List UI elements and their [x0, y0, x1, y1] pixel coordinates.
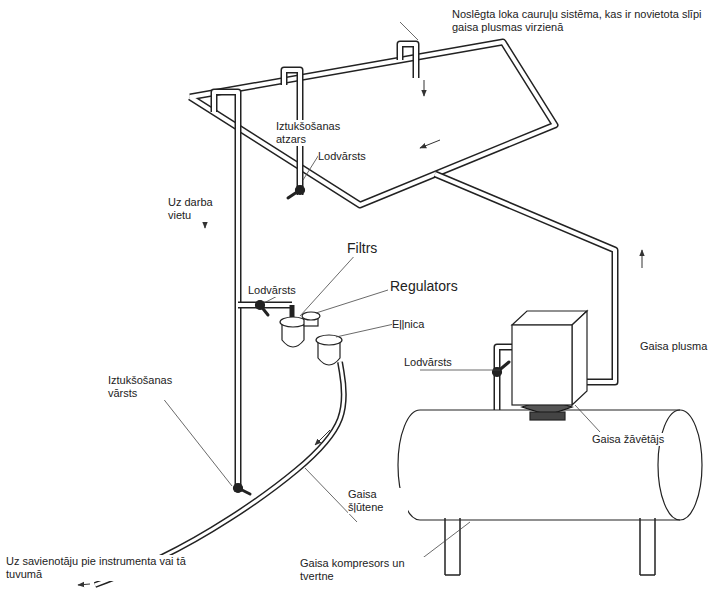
tank-leg	[639, 518, 641, 575]
leader-line	[300, 252, 358, 316]
pipe-outline	[214, 92, 238, 492]
regulator-knob	[302, 312, 320, 320]
callout-label: Gaisa kompresors un tvertne	[300, 557, 430, 583]
callout-label: Lodvārsts	[248, 284, 296, 297]
flow-arrow	[642, 250, 643, 268]
leader-line	[316, 290, 388, 313]
callout-label: Lodvārsts	[318, 150, 366, 163]
tank-leg	[444, 518, 446, 575]
leader-line	[575, 405, 600, 432]
leader-line	[400, 22, 418, 40]
callout-label: Gaisa šļūtene	[348, 488, 408, 514]
dryer-side	[572, 311, 587, 405]
air-hose-inner	[95, 362, 344, 585]
callout-label: Eļļnica	[392, 318, 424, 331]
callout-label: Regulators	[390, 278, 458, 295]
callout-label: Gaisa plusma	[640, 340, 707, 353]
callout-label: Uz savienotāju pie instrumenta vai tā tu…	[6, 555, 196, 581]
flow-arrow	[78, 584, 90, 585]
tank-leg	[654, 518, 656, 575]
callout-label: Filtrs	[347, 240, 377, 257]
air-tank	[398, 410, 702, 520]
leader-line	[420, 370, 500, 371]
pipe-outline	[190, 42, 555, 205]
leader-line	[420, 522, 470, 560]
callout-label: Gaisa žāvētājs	[592, 433, 664, 446]
callout-label: Uz darba vietu	[168, 196, 228, 222]
callout-label: Iztukšošanas atzars	[276, 120, 356, 146]
pipe-inner	[400, 44, 416, 78]
leader-line	[336, 324, 394, 337]
flow-arrow	[424, 80, 425, 96]
tank-end	[658, 410, 680, 520]
callout-label: Noslēgta loka cauruļu sistēma, kas ir no…	[452, 8, 702, 34]
leader-line	[158, 392, 232, 486]
pipe-inner	[214, 92, 238, 492]
filter-head	[280, 317, 306, 327]
pipe-outline	[400, 44, 416, 78]
ball-valve-handle	[497, 362, 509, 372]
tank-foot	[445, 574, 460, 576]
compressor-base	[530, 412, 565, 420]
flow-arrow	[315, 430, 330, 445]
flow-arrow	[420, 140, 440, 148]
ball-valve-handle	[260, 305, 268, 315]
drain-valve-handle	[238, 488, 250, 494]
air-dryer	[512, 325, 572, 405]
callout-label: Lodvārsts	[404, 356, 452, 369]
callout-label: Iztukšošanas vārsts	[108, 374, 198, 400]
tank-leg	[459, 518, 461, 575]
fitting	[290, 305, 295, 317]
air-hose	[95, 362, 344, 585]
ball-valve-handle	[288, 190, 300, 198]
pipe-inner	[190, 42, 555, 205]
tank-foot	[640, 574, 655, 576]
